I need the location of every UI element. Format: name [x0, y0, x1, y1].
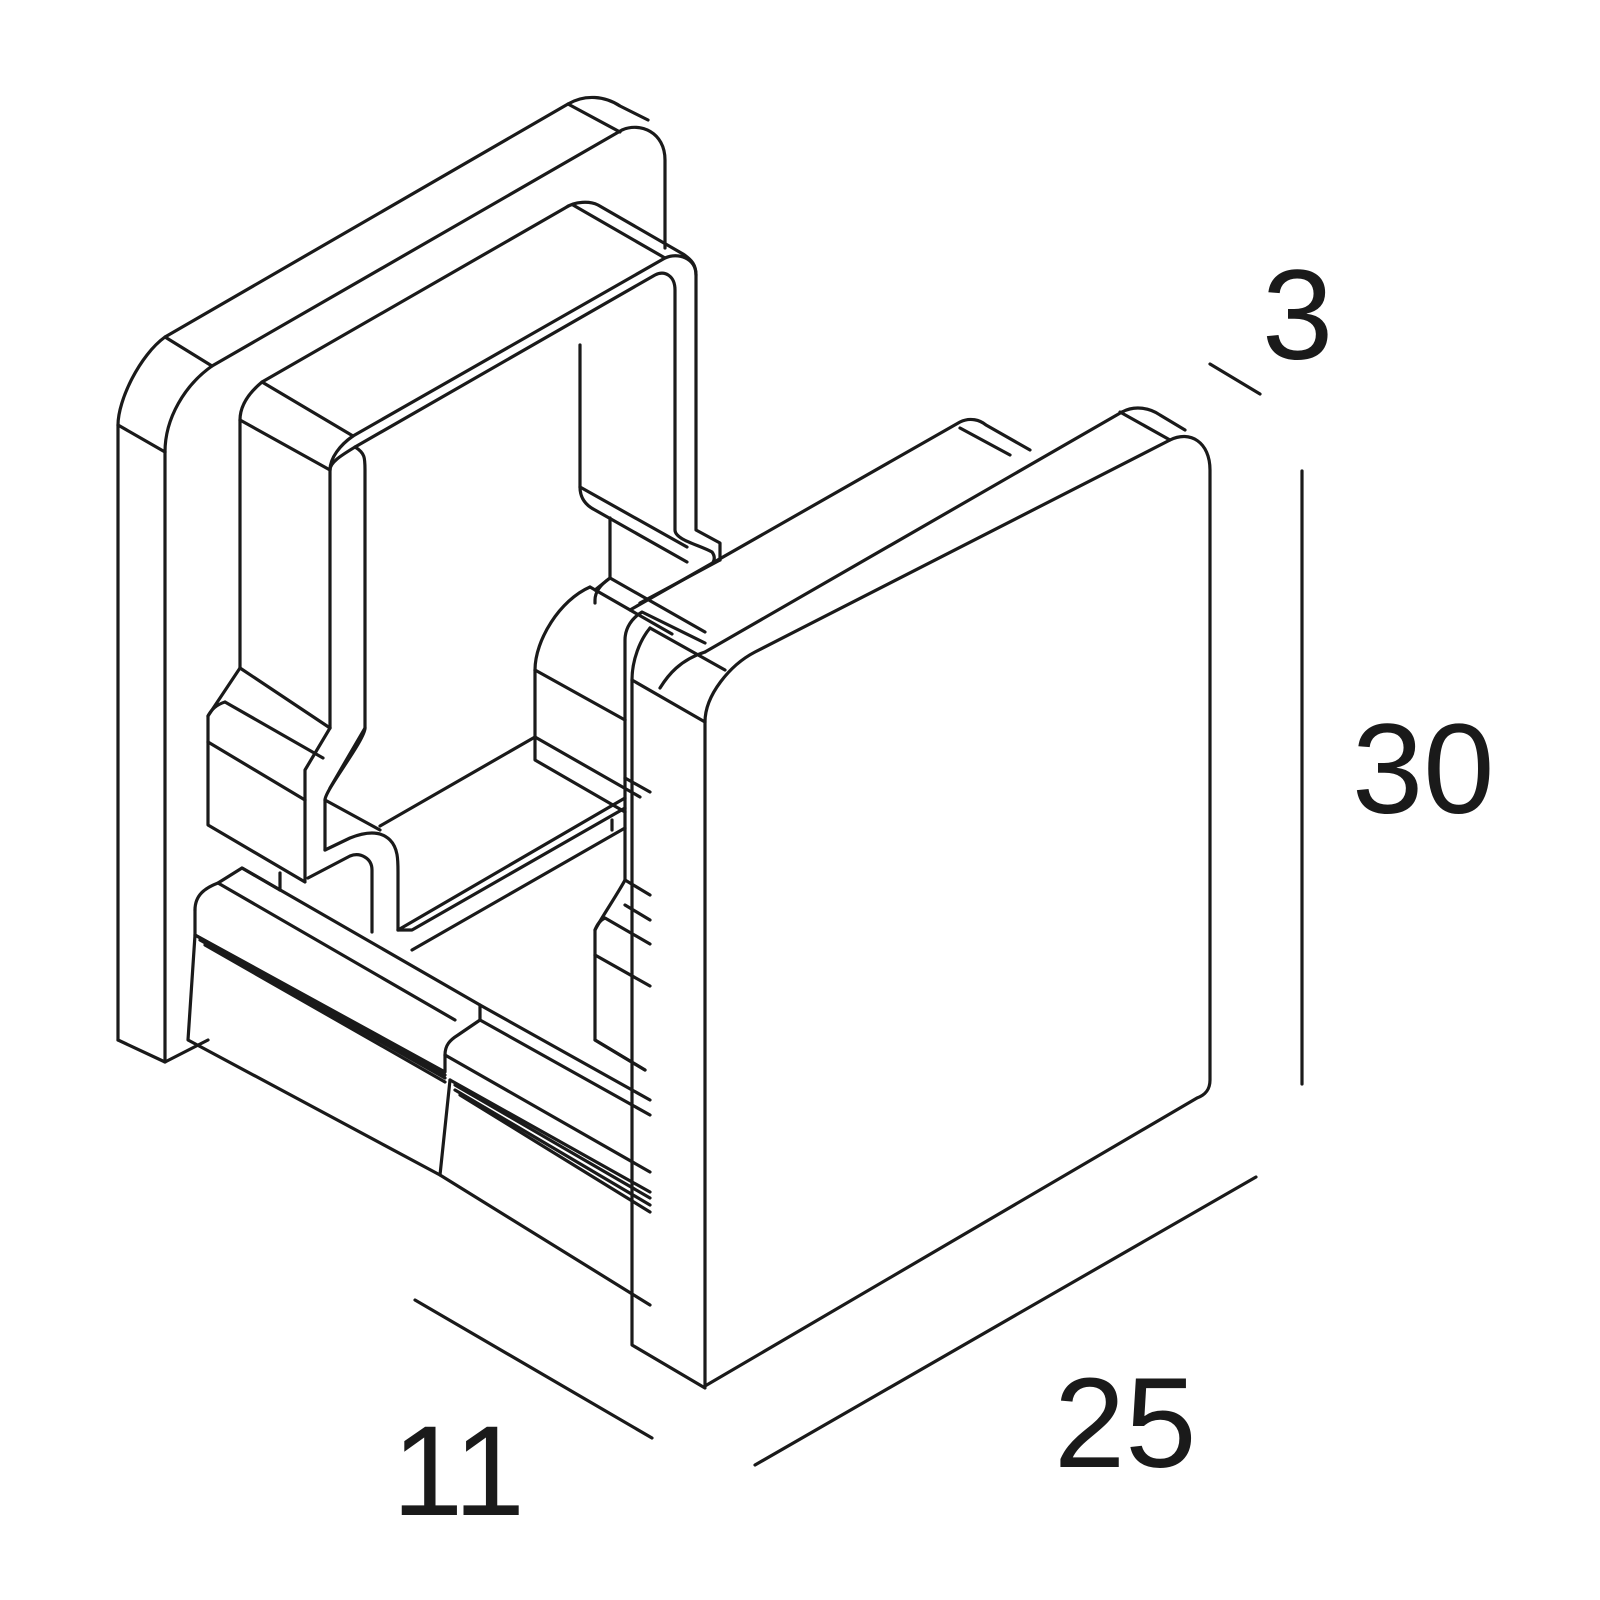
inner-frame-left: [206, 200, 722, 934]
dim-line-11: [413, 1298, 654, 1440]
inner-frame-right: [533, 585, 707, 1072]
front-end-plate: [630, 406, 1212, 1390]
dimension-label-25: 25: [1054, 1352, 1197, 1495]
dimension-lines: [413, 362, 1304, 1467]
dim-line-3: [1208, 362, 1262, 396]
dimension-label-30: 30: [1352, 698, 1495, 841]
base-channel: [378, 417, 1032, 952]
dimension-label-11: 11: [392, 1400, 525, 1543]
rear-end-plate: [116, 95, 667, 1064]
dim-line-25: [753, 1175, 1258, 1467]
bottom-rail: [186, 866, 652, 1307]
dimension-label-3: 3: [1262, 244, 1334, 387]
